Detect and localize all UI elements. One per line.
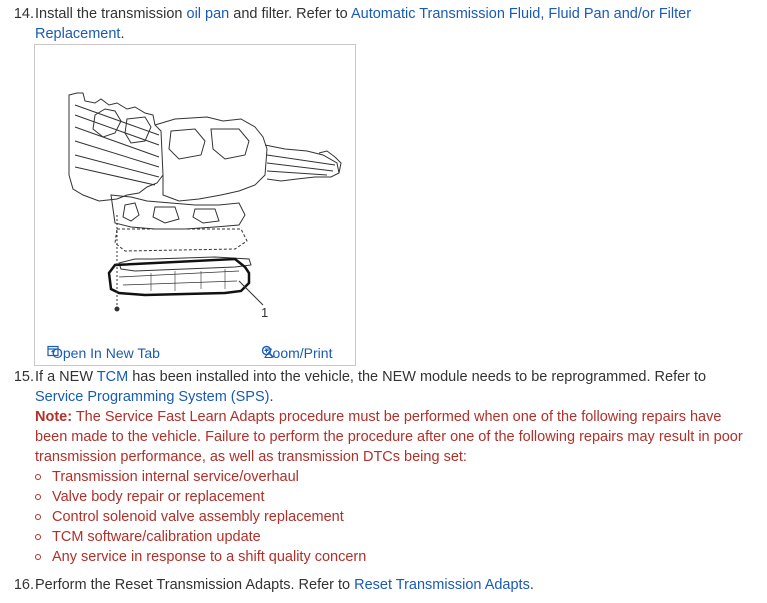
open-in-new-tab-button[interactable]: Open In New Tab: [47, 345, 160, 361]
list-item: TCM software/calibration update: [12, 527, 752, 547]
list-item: Control solenoid valve assembly replacem…: [12, 507, 752, 527]
step-text: has been installed into the vehicle, the…: [128, 369, 707, 385]
step-paragraph: If a NEW TCM has been installed into the…: [35, 367, 752, 407]
step-16: 16. Perform the Reset Transmission Adapt…: [12, 575, 752, 595]
note-text: The Service Fast Learn Adapts procedure …: [35, 409, 743, 465]
step-text: .: [120, 26, 125, 42]
step-text: .: [529, 577, 534, 593]
transmission-figure: 1 Open In New Tab Zoom/Print: [34, 44, 356, 366]
transmission-illustration: 1: [68, 92, 342, 320]
callout-label: 1: [261, 305, 268, 320]
list-item: Valve body repair or replacement: [12, 487, 752, 507]
step-text: and filter. Refer to: [229, 6, 351, 22]
step-14: 14. Install the transmission oil pan and…: [12, 4, 752, 44]
tcm-link[interactable]: TCM: [96, 369, 129, 385]
step-number: 16.: [13, 577, 34, 593]
zoom-print-label: Zoom/Print: [264, 345, 333, 361]
step-text: Perform the Reset Transmission Adapts. R…: [35, 577, 355, 593]
step-text: If a NEW: [35, 369, 97, 385]
zoom-print-button[interactable]: Zoom/Print: [261, 345, 332, 361]
step-number: 15.: [13, 369, 34, 385]
step-text: .: [269, 389, 274, 405]
sps-link[interactable]: Service Programming System (SPS): [35, 389, 270, 405]
step-15: 15. If a NEW TCM has been installed into…: [12, 367, 752, 567]
step-number: 14.: [13, 6, 34, 22]
reset-transmission-adapts-link[interactable]: Reset Transmission Adapts: [354, 577, 530, 593]
note-label: Note:: [35, 409, 73, 425]
oil-pan-link[interactable]: oil pan: [186, 6, 230, 22]
note-block: Note: The Service Fast Learn Adapts proc…: [35, 407, 752, 467]
list-item: Transmission internal service/overhaul: [12, 467, 752, 487]
open-in-new-tab-label: Open In New Tab: [52, 345, 160, 361]
step-text: Install the transmission: [35, 6, 187, 22]
fluid-pan-filter-link[interactable]: Automatic Transmission Fluid, Fluid Pan …: [35, 6, 692, 42]
list-item: Any service in response to a shift quali…: [12, 547, 752, 567]
repair-list: Transmission internal service/overhaul V…: [12, 467, 752, 567]
